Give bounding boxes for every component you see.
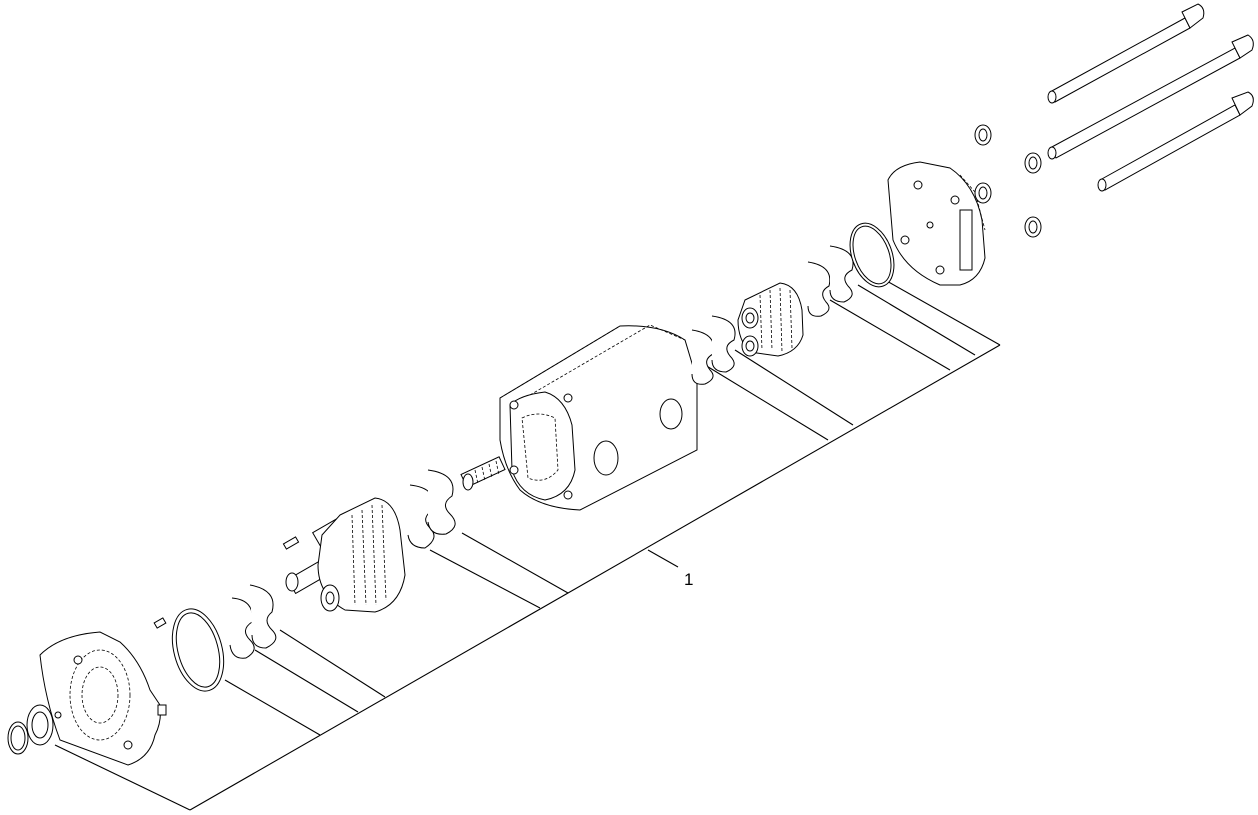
- front-wire-seal-a[interactable]: [229, 597, 255, 659]
- rear-o-ring[interactable]: [842, 217, 902, 293]
- rear-wire-seal-b[interactable]: [711, 315, 736, 373]
- pump-housing[interactable]: [499, 324, 698, 511]
- callout-1[interactable]: 1: [647, 549, 693, 589]
- splined-coupling-shaft[interactable]: [460, 456, 506, 491]
- rear-end-cover[interactable]: [887, 161, 986, 286]
- front-wire-seal-b[interactable]: [249, 584, 277, 649]
- washer-3[interactable]: [1024, 152, 1042, 174]
- long-bolt-2[interactable]: [1047, 34, 1254, 160]
- assembly-bracket: [54, 279, 1001, 811]
- dowel-pin-front[interactable]: [153, 617, 167, 629]
- rear-cover-wire-seal-b[interactable]: [829, 245, 854, 303]
- middle-wire-seal-b[interactable]: [427, 469, 456, 535]
- front-o-ring[interactable]: [164, 603, 232, 697]
- rear-gear-set[interactable]: [737, 282, 804, 357]
- long-bolt-1[interactable]: [1047, 3, 1205, 104]
- snap-ring[interactable]: [7, 721, 29, 755]
- dowel-pin-key[interactable]: [282, 536, 300, 550]
- front-flange-cover[interactable]: [39, 631, 167, 766]
- washer-4[interactable]: [1024, 216, 1042, 238]
- long-bolt-3[interactable]: [1097, 91, 1254, 192]
- rear-cover-wire-seal-a[interactable]: [807, 261, 831, 317]
- rear-wire-seal-a[interactable]: [691, 329, 715, 385]
- washer-1[interactable]: [974, 124, 992, 146]
- shaft-seal[interactable]: [26, 704, 54, 746]
- washer-2[interactable]: [974, 182, 992, 204]
- front-gear-set[interactable]: [317, 497, 406, 613]
- callout-label: 1: [684, 570, 693, 589]
